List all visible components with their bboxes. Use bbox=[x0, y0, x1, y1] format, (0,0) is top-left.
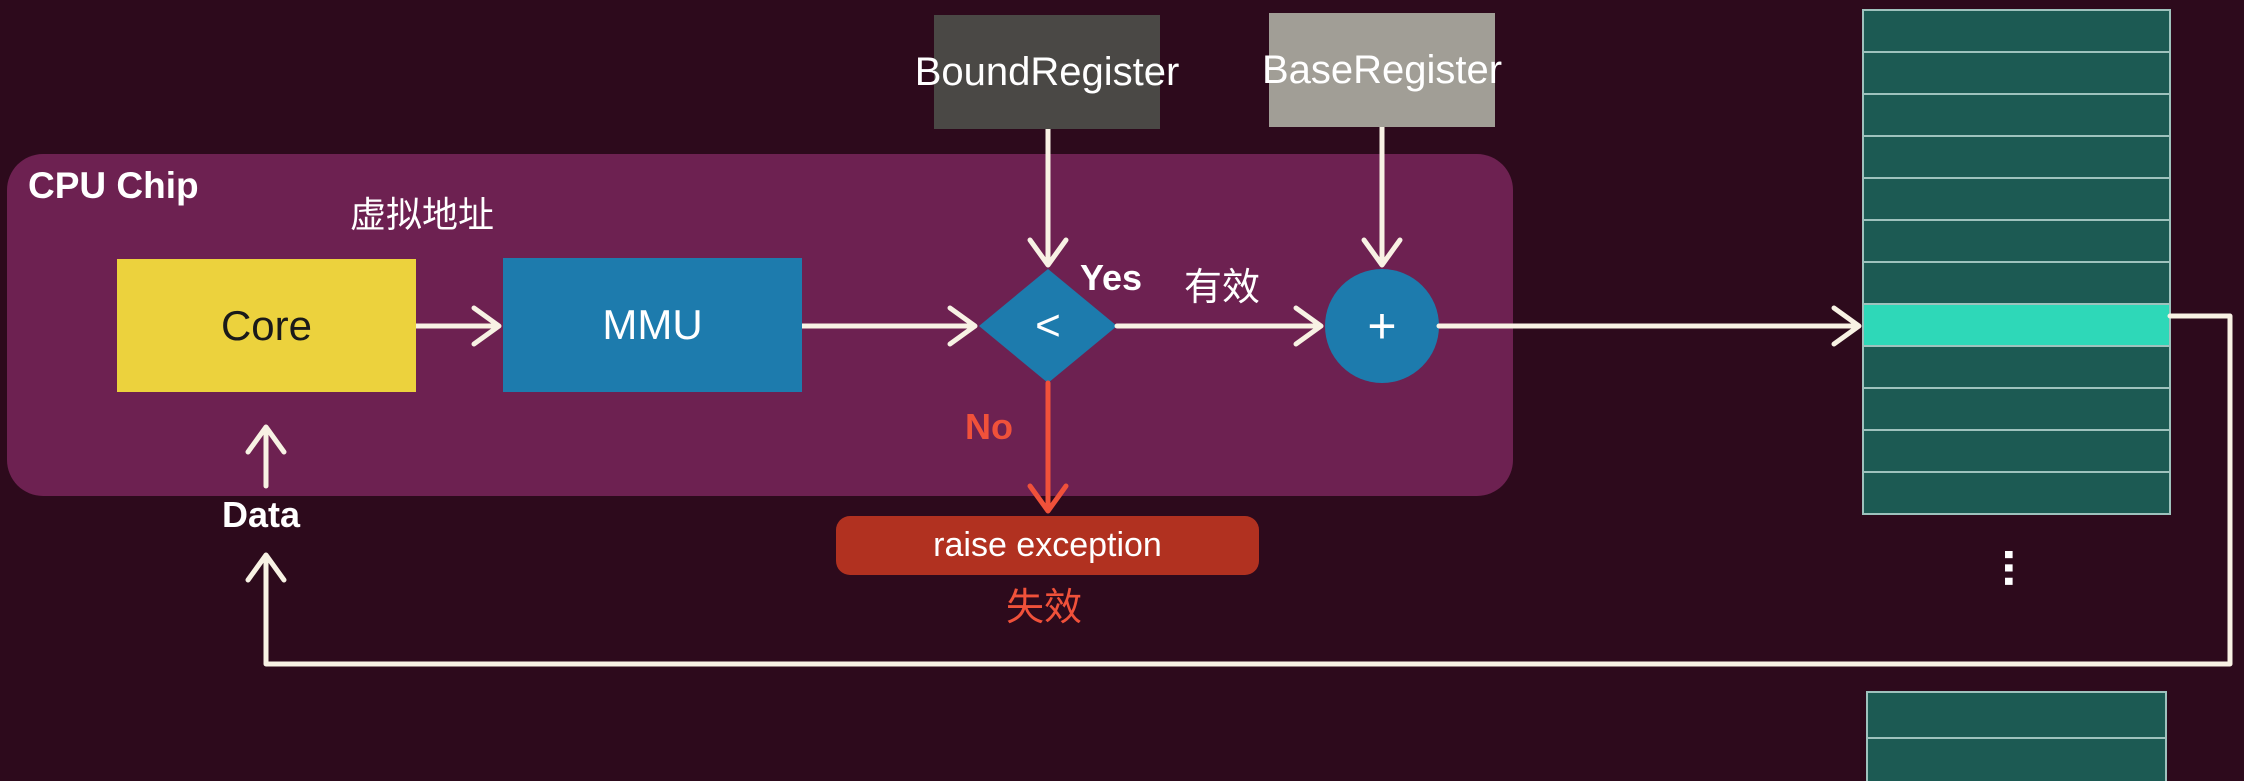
add-symbol: + bbox=[1367, 298, 1397, 354]
adder-circle bbox=[1325, 269, 1439, 383]
valid-label: 有效 bbox=[1184, 265, 1261, 309]
compare-symbol: < bbox=[1035, 301, 1061, 350]
compare-diamond bbox=[979, 269, 1117, 383]
no-label: No bbox=[965, 406, 1013, 447]
fail-label: 失效 bbox=[1006, 585, 1083, 629]
yes-label: Yes bbox=[1080, 257, 1143, 298]
data-label: Data bbox=[222, 494, 301, 535]
memory-block-bottom bbox=[1866, 691, 2167, 781]
memory-ellipsis: ⋯ bbox=[1986, 548, 2030, 590]
arrow-memory-return bbox=[263, 313, 2233, 667]
memory-block-top bbox=[1862, 9, 2171, 515]
memory-cell-highlighted bbox=[1864, 304, 2169, 346]
raise-exception-box: raise exception bbox=[836, 516, 1259, 575]
core-box: Core bbox=[117, 259, 416, 392]
virtual-address-label: 虚拟地址 bbox=[350, 195, 495, 236]
mmu-box: MMU bbox=[503, 258, 802, 392]
cpu-chip-label: CPU Chip bbox=[28, 165, 199, 206]
